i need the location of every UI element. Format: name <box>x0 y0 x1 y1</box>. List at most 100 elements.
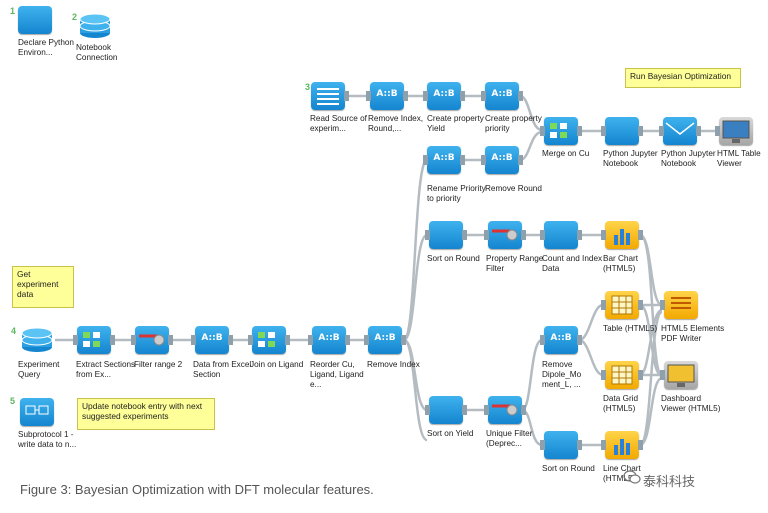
node-label: Remove Index, Round,... <box>368 114 424 133</box>
notebook-connection-node[interactable] <box>78 12 112 40</box>
input-port[interactable] <box>659 126 664 136</box>
output-port[interactable] <box>401 335 406 345</box>
declare-python-node[interactable] <box>18 6 52 34</box>
output-port[interactable] <box>696 126 701 136</box>
output-port[interactable] <box>460 91 465 101</box>
input-port[interactable] <box>248 335 253 345</box>
count-index-node[interactable] <box>540 221 582 249</box>
input-port[interactable] <box>715 126 720 136</box>
unique-filter-node[interactable] <box>484 396 526 424</box>
watermark-text: 泰科科技 <box>643 474 696 489</box>
input-port[interactable] <box>601 300 606 310</box>
sort-round-node-2[interactable] <box>540 431 582 459</box>
input-port[interactable] <box>308 335 313 345</box>
remove-index-node[interactable]: A::B <box>364 326 406 354</box>
input-port[interactable] <box>425 405 430 415</box>
python-notebook-node-1[interactable] <box>601 117 643 145</box>
join-ligand-node[interactable] <box>248 326 290 354</box>
sort-yield-node[interactable] <box>425 396 467 424</box>
output-port[interactable] <box>462 405 467 415</box>
output-port[interactable] <box>285 335 290 345</box>
output-port[interactable] <box>521 230 526 240</box>
note-text: Get experiment data <box>17 269 59 299</box>
dashboard-viewer-node[interactable] <box>660 361 698 389</box>
input-port[interactable] <box>601 370 606 380</box>
input-port[interactable] <box>601 440 606 450</box>
input-port[interactable] <box>540 440 545 450</box>
output-port[interactable] <box>577 335 582 345</box>
create-yield-node[interactable]: A::B <box>423 82 465 110</box>
reorder-node[interactable]: A::B <box>308 326 350 354</box>
output-port[interactable] <box>168 335 173 345</box>
experiment-query-node[interactable] <box>20 326 54 354</box>
input-port[interactable] <box>484 405 489 415</box>
input-port[interactable] <box>540 335 545 345</box>
output-port[interactable] <box>518 91 523 101</box>
output-port[interactable] <box>638 440 643 450</box>
remove-round-node[interactable]: A::B <box>481 146 523 174</box>
note-update-notebook[interactable]: Update notebook entry with next suggeste… <box>77 398 215 430</box>
input-port[interactable] <box>423 91 428 101</box>
read-source-node[interactable] <box>311 82 349 110</box>
node-label: Filter range 2 <box>134 360 183 369</box>
input-port[interactable] <box>425 230 430 240</box>
input-port[interactable] <box>601 126 606 136</box>
input-port[interactable] <box>484 230 489 240</box>
subprotocol-node[interactable] <box>20 398 54 426</box>
output-port[interactable] <box>403 91 408 101</box>
input-port[interactable] <box>131 335 136 345</box>
output-port[interactable] <box>345 335 350 345</box>
bar-chart-node[interactable] <box>601 221 643 249</box>
input-port[interactable] <box>423 155 428 165</box>
input-port[interactable] <box>660 370 665 380</box>
input-port[interactable] <box>191 335 196 345</box>
output-port[interactable] <box>462 230 467 240</box>
input-port[interactable] <box>73 335 78 345</box>
input-port[interactable] <box>481 155 486 165</box>
output-port[interactable] <box>638 370 643 380</box>
filter-range-2-node[interactable] <box>131 326 173 354</box>
line-chart-node[interactable] <box>601 431 643 459</box>
input-port[interactable] <box>540 126 545 136</box>
output-port[interactable] <box>460 155 465 165</box>
merge-cu-node[interactable] <box>540 117 582 145</box>
input-port[interactable] <box>660 300 665 310</box>
data-from-excel-node[interactable]: A::B <box>191 326 233 354</box>
html-table-viewer-node[interactable] <box>715 117 753 145</box>
python-notebook-node-2[interactable] <box>659 117 701 145</box>
output-port[interactable] <box>577 230 582 240</box>
input-port[interactable] <box>601 230 606 240</box>
data-grid-node[interactable] <box>601 361 643 389</box>
input-port[interactable] <box>366 91 371 101</box>
output-port[interactable] <box>638 126 643 136</box>
html5-pdf-writer-node[interactable] <box>660 291 698 319</box>
remove-dipole-node[interactable]: A::B <box>540 326 582 354</box>
node-label: Table (HTML5) <box>603 324 658 333</box>
output-port[interactable] <box>521 405 526 415</box>
output-port[interactable] <box>110 335 115 345</box>
remove-index-round-node[interactable]: A::B <box>366 82 408 110</box>
extract-sections-node[interactable] <box>73 326 115 354</box>
input-port[interactable] <box>364 335 369 345</box>
output-port[interactable] <box>228 335 233 345</box>
output-port[interactable] <box>518 155 523 165</box>
node-label: Property Range Filter <box>486 254 544 273</box>
node-glyph: A::B <box>491 153 513 163</box>
note-run-bayesian[interactable]: Run Bayesian Optimization <box>625 68 741 88</box>
rename-priority-node[interactable]: A::B <box>423 146 465 174</box>
input-port[interactable] <box>540 230 545 240</box>
property-range-filter-node[interactable] <box>484 221 526 249</box>
create-priority-node[interactable]: A::B <box>481 82 523 110</box>
output-port[interactable] <box>344 91 349 101</box>
note-get-experiment[interactable]: Get experiment data <box>12 266 74 308</box>
input-port[interactable] <box>481 91 486 101</box>
table-html5-node[interactable] <box>601 291 643 319</box>
output-port[interactable] <box>638 230 643 240</box>
wechat-icon <box>623 470 641 484</box>
output-port[interactable] <box>638 300 643 310</box>
output-port[interactable] <box>577 126 582 136</box>
output-port[interactable] <box>577 440 582 450</box>
sort-round-node-1[interactable] <box>425 221 467 249</box>
node-label: Declare Python Environ... <box>18 38 74 57</box>
